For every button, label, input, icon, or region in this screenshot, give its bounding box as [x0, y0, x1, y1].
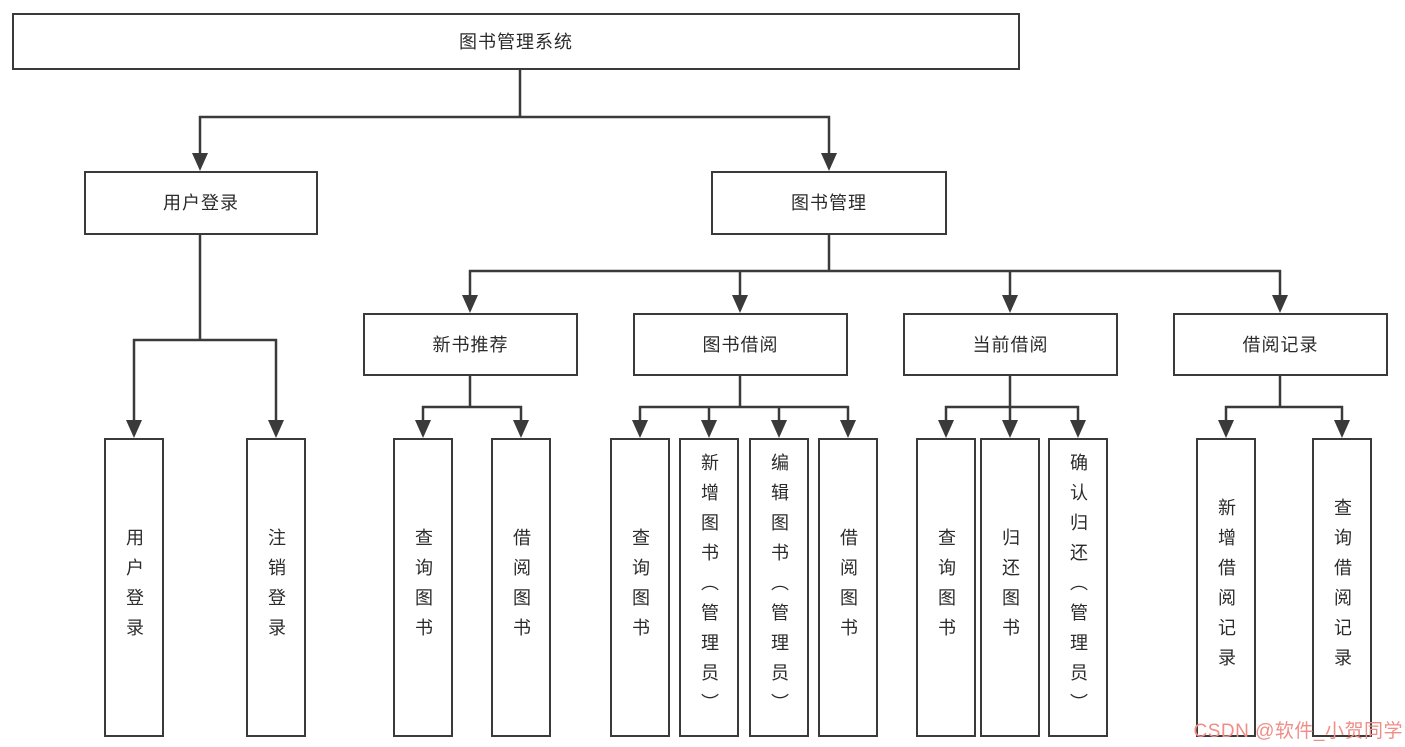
leaf-add-borrow-record-label: 新增借阅记录	[1216, 497, 1236, 678]
leaf-user-login-label: 用户登录	[124, 527, 144, 648]
leaf-logout: 注销登录	[246, 438, 306, 737]
node-library-system: 图书管理系统	[12, 13, 1020, 70]
node-book-borrow: 图书借阅	[633, 313, 848, 376]
csdn-watermark: CSDN @软件_小贺同学	[1193, 721, 1403, 742]
connector-user-login-to-leaves	[126, 235, 284, 438]
leaf-confirm-return-admin: 确认归还（管理员）	[1048, 438, 1108, 737]
leaf-borrow-books-1-label: 借阅图书	[511, 527, 531, 648]
leaf-add-books-admin-label: 新增图书（管理员）	[699, 452, 719, 723]
node-book-management-label: 图书管理	[791, 193, 867, 213]
leaf-query-borrow-record: 查询借阅记录	[1312, 438, 1372, 737]
leaf-edit-books-admin: 编辑图书（管理员）	[749, 438, 809, 737]
leaf-add-borrow-record: 新增借阅记录	[1196, 438, 1256, 737]
leaf-query-borrow-record-label: 查询借阅记录	[1332, 497, 1352, 678]
node-new-book-recommend: 新书推荐	[363, 313, 578, 376]
leaf-edit-books-admin-label: 编辑图书（管理员）	[769, 452, 789, 723]
connector-new-book-rec-to-leaves	[415, 376, 529, 438]
node-user-login-label: 用户登录	[163, 193, 239, 213]
node-current-borrow-label: 当前借阅	[972, 334, 1049, 355]
node-user-login: 用户登录	[84, 171, 318, 235]
leaf-query-books-2: 查询图书	[610, 438, 670, 737]
leaf-logout-label: 注销登录	[266, 527, 286, 648]
node-current-borrow: 当前借阅	[903, 313, 1118, 376]
node-borrow-record-label: 借阅记录	[1242, 334, 1319, 355]
connector-root-to-level2	[192, 70, 837, 171]
leaf-query-books-3-label: 查询图书	[936, 527, 956, 648]
node-book-borrow-label: 图书借阅	[702, 334, 779, 355]
leaf-borrow-books-1: 借阅图书	[491, 438, 551, 737]
leaf-query-books-3: 查询图书	[916, 438, 976, 737]
leaf-query-books-1-label: 查询图书	[413, 527, 433, 648]
leaf-query-books-1: 查询图书	[393, 438, 453, 737]
leaf-return-books-label: 归还图书	[1000, 527, 1020, 648]
connector-book-borrow-to-leaves	[632, 376, 856, 438]
node-library-system-label: 图书管理系统	[459, 31, 573, 52]
leaf-return-books: 归还图书	[980, 438, 1040, 737]
leaf-query-books-2-label: 查询图书	[630, 527, 650, 648]
node-borrow-record: 借阅记录	[1173, 313, 1388, 376]
connector-current-borrow-to-leaves	[938, 376, 1086, 438]
leaf-user-login: 用户登录	[104, 438, 164, 737]
connector-borrow-record-to-leaves	[1218, 376, 1350, 438]
leaf-borrow-books-2: 借阅图书	[818, 438, 878, 737]
leaf-borrow-books-2-label: 借阅图书	[838, 527, 858, 648]
node-book-management: 图书管理	[711, 171, 947, 235]
node-new-book-recommend-label: 新书推荐	[432, 334, 509, 355]
leaf-add-books-admin: 新增图书（管理员）	[679, 438, 739, 737]
connector-book-mgmt-to-level3	[462, 235, 1288, 313]
leaf-confirm-return-admin-label: 确认归还（管理员）	[1068, 452, 1088, 723]
